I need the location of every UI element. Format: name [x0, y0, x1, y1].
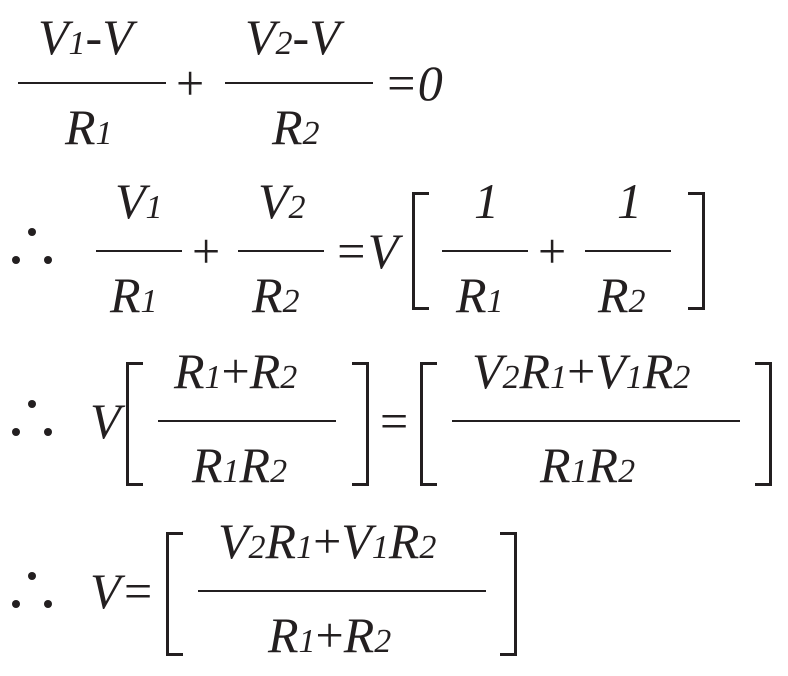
line2-plus: + [192, 223, 221, 279]
line2-frac1-numerator: V1 [115, 173, 163, 229]
line2-right-bracket [688, 192, 705, 310]
line4-denominator: R1+R2 [268, 607, 392, 663]
line3-mid-right-bracket [352, 362, 369, 486]
line4-numerator: V2R1+V1R2 [218, 513, 437, 569]
line2-frac4-numerator: 1 [617, 173, 642, 229]
line2-frac1-denominator: R1 [110, 267, 158, 323]
line3-v: V [90, 393, 121, 449]
line4-v: V [90, 563, 121, 619]
line3-frac2-bar [452, 420, 740, 422]
line3-left-bracket [126, 362, 143, 486]
line3-equals: = [380, 393, 409, 449]
line3-right-bracket [755, 362, 772, 486]
line4-right-bracket [500, 532, 517, 656]
line1-frac1-bar [18, 82, 166, 84]
line1-frac1-numerator: V1-V [38, 9, 133, 65]
line2-left-bracket [412, 192, 429, 310]
line1-frac2-denominator: R2 [272, 99, 320, 155]
line3-mid-left-bracket [420, 362, 437, 486]
line1-frac2-numerator: V2-V [245, 9, 340, 65]
line3-frac1-numerator: R1+R2 [174, 343, 298, 399]
line2-frac3-denominator: R1 [456, 267, 504, 323]
line2-equals-v: =V [334, 223, 399, 279]
therefore-symbol [10, 228, 54, 268]
line1-plus: + [176, 55, 205, 111]
line3-frac2-denominator: R1R2 [540, 437, 636, 493]
line3-frac2-numerator: V2R1+V1R2 [472, 343, 691, 399]
line2-frac4-denominator: R2 [598, 267, 646, 323]
line3-frac1-denominator: R1R2 [192, 437, 288, 493]
therefore-symbol [10, 572, 54, 612]
line4-equals: = [124, 563, 153, 619]
therefore-symbol [10, 400, 54, 440]
line2-frac3-numerator: 1 [474, 173, 499, 229]
line3-frac1-bar [158, 420, 336, 422]
line2-frac2-numerator: V2 [258, 173, 306, 229]
line2-plus-2: + [538, 223, 567, 279]
line2-frac4-bar [585, 250, 671, 252]
line2-frac1-bar [96, 250, 182, 252]
line1-frac1-denominator: R1 [65, 99, 113, 155]
line2-frac2-bar [238, 250, 324, 252]
line4-left-bracket [166, 532, 183, 656]
line2-frac2-denominator: R2 [252, 267, 300, 323]
line1-equals-zero: =0 [384, 55, 443, 111]
line4-fraction-bar [198, 590, 486, 592]
line2-frac3-bar [442, 250, 528, 252]
line1-frac2-bar [225, 82, 373, 84]
